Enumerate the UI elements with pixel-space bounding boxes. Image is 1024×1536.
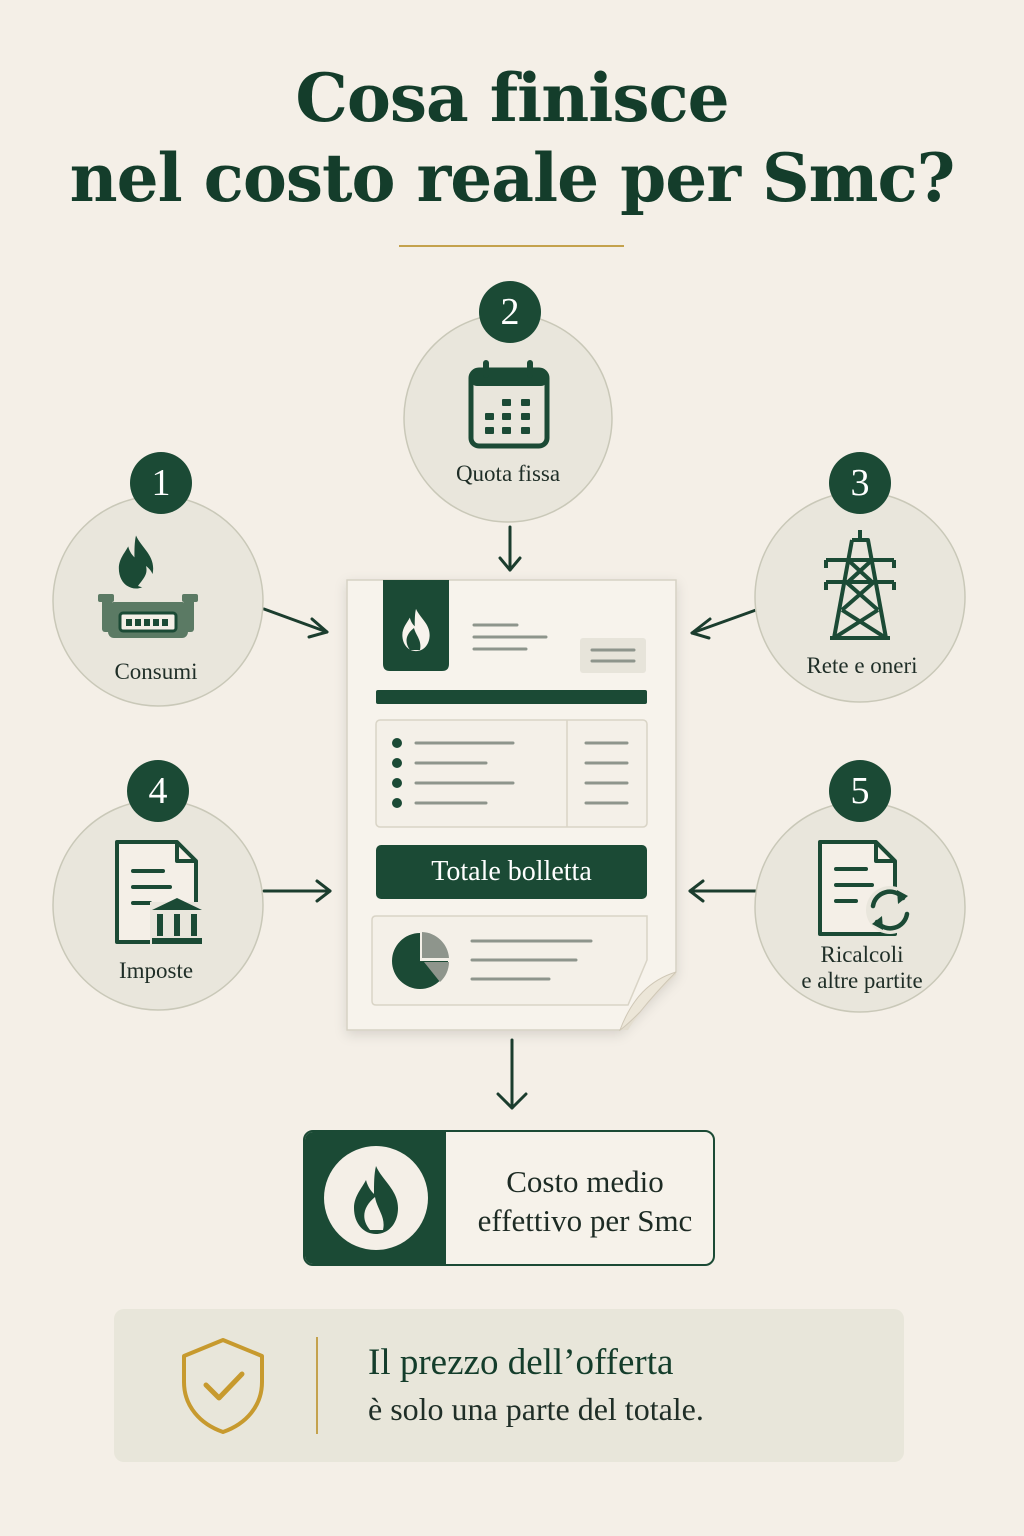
number-badges: [127, 281, 891, 822]
arrow-result: [496, 1038, 528, 1110]
label-ricalcoli: Ricalcoli e altre partite: [762, 942, 962, 994]
title-line-1: Cosa finisce: [295, 59, 729, 137]
badge-number-2: 2: [500, 291, 520, 333]
label-consumi: Consumi: [114, 659, 198, 684]
result-line-2: effettivo per Smc: [477, 1203, 693, 1238]
pie-chart-icon: [392, 932, 449, 989]
power-pylon-icon: [824, 530, 896, 640]
total-bill-bar: Totale bolletta: [376, 845, 647, 899]
badge-number-1: 1: [151, 462, 171, 504]
arrow-quota-fissa: [498, 525, 522, 572]
title-divider: [399, 245, 624, 247]
badge-number-4: 4: [148, 770, 168, 812]
label-rete-oneri: Rete e oneri: [806, 653, 918, 678]
result-text: Costo medio effettivo per Smc: [465, 1162, 705, 1240]
note-line-2: è solo una parte del totale.: [368, 1391, 704, 1427]
title-line-2: nel costo reale per Smc?: [69, 139, 956, 217]
arrow-ricalcoli: [688, 879, 758, 903]
calendar-icon: [468, 360, 550, 449]
document-refresh-icon: [818, 840, 914, 936]
tax-document-icon: [115, 840, 204, 946]
shield-check-icon: [182, 1338, 264, 1434]
result-flame-icon: [324, 1146, 428, 1250]
badge-3: [829, 452, 891, 514]
badge-4: [127, 760, 189, 822]
label-ricalcoli-line-1: Ricalcoli: [820, 942, 904, 967]
note-box: Il prezzo dell’offerta è solo una parte …: [114, 1309, 904, 1462]
arrow-imposte: [262, 879, 332, 903]
page-title: Cosa finisce nel costo reale per Smc?: [0, 58, 1024, 218]
badge-number-3: 3: [850, 462, 870, 504]
note-line-1: Il prezzo dell’offerta: [368, 1342, 674, 1383]
label-quota-fissa: Quota fissa: [455, 461, 561, 486]
badge-5: [829, 760, 891, 822]
badge-2: [479, 281, 541, 343]
bill-document: [346, 579, 677, 1032]
result-line-1: Costo medio: [506, 1164, 664, 1199]
connector-arrows: [262, 525, 758, 1110]
label-imposte: Imposte: [118, 958, 194, 983]
arrow-rete-oneri: [690, 608, 758, 640]
label-ricalcoli-line-2: e altre partite: [801, 968, 923, 993]
badge-number-5: 5: [850, 770, 870, 812]
badge-1: [130, 452, 192, 514]
arrow-consumi: [262, 607, 329, 639]
note-divider: [316, 1337, 318, 1434]
gas-meter-flame-icon: [98, 535, 198, 638]
